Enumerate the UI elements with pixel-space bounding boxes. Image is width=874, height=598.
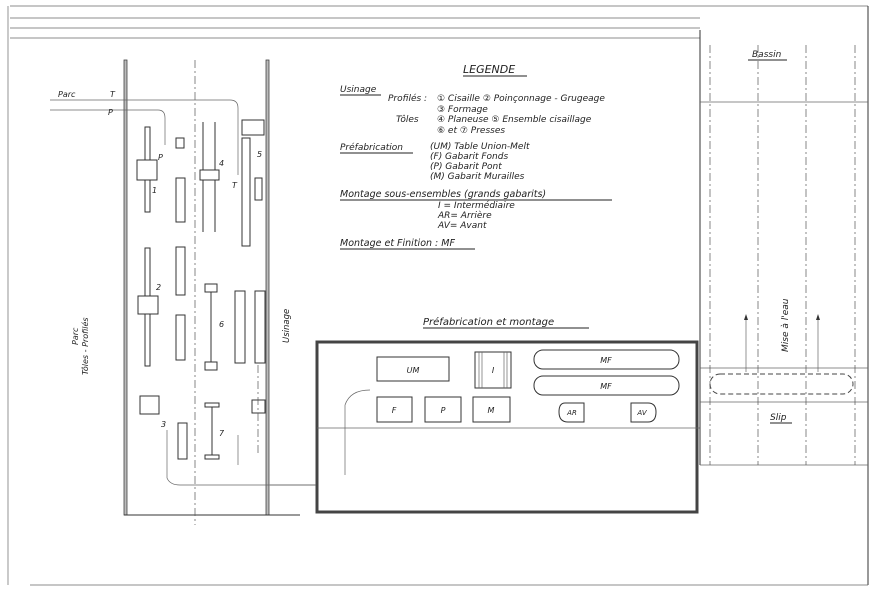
prefab-hall: Préfabrication et montage UM I F P M MF … [315, 316, 700, 514]
parc-sub-label: Tôles - Profilés [80, 317, 90, 375]
machine-2-label: 2 [156, 283, 161, 292]
legend-toles-line2: ⑥ et ⑦ Presses [437, 126, 505, 136]
machine-1-label: 1 [152, 186, 157, 195]
av-label: AV [636, 409, 647, 417]
parc-flow-label: Parc [58, 90, 76, 99]
machine-4-label: 4 [219, 159, 224, 168]
legend-prefab-item: (UM) Table Union-Melt [430, 142, 530, 152]
legend-prefab-item: (F) Gabarit Fonds [430, 152, 508, 162]
ar-label: AR [566, 409, 577, 417]
legend-montage: Montage sous-ensembles (grands gabarits) [340, 189, 546, 200]
legend-prefabrication: Préfabrication [340, 142, 403, 153]
legend-montage-item: AR= Arrière [437, 210, 492, 221]
mf-2-label: MF [600, 382, 612, 391]
launch-zone: Bassin Mise à l'eau Slip [270, 30, 868, 486]
arrow-P-label: P [158, 153, 163, 162]
m-label: M [488, 406, 495, 415]
legend-montage-item: I = Intermédiaire [438, 200, 515, 211]
legend-profiles-line1: ① Cisaille ② Poinçonnage - Grugeage [437, 94, 605, 104]
mf-1-label: MF [600, 356, 612, 365]
legend-usinage: Usinage [340, 85, 377, 95]
p-label: P [441, 406, 446, 415]
usinage-label: Usinage [282, 309, 292, 343]
legend-montage-item: AV= Avant [437, 221, 487, 231]
slip-label: Slip [770, 413, 787, 423]
i-label: I [492, 366, 495, 375]
drawing-frame [7, 5, 869, 586]
flow-T-label: T [110, 90, 116, 99]
legend-toles-label: Tôles [396, 114, 419, 125]
machine-7-label: 7 [219, 429, 225, 438]
bassin-label: Bassin [752, 50, 782, 60]
um-label: UM [407, 366, 420, 375]
parc-label: Parc [71, 327, 80, 345]
prefab-title: Préfabrication et montage [423, 316, 554, 328]
arrow-T-label: T [232, 181, 238, 190]
legend-prefab-item: (M) Gabarit Murailles [430, 172, 525, 182]
legend-toles-line1: ④ Planeuse ⑤ Ensemble cisaillage [437, 115, 592, 125]
machine-6-label: 6 [219, 320, 224, 329]
legend-finition: Montage et Finition : MF [340, 238, 455, 249]
mise-a-leau-label: Mise à l'eau [781, 298, 791, 352]
machine-3-label: 3 [161, 420, 166, 429]
machine-5-label: 5 [257, 150, 262, 159]
legend-profiles-label: Profilés : [388, 93, 427, 104]
legend: LEGENDE Usinage Profilés : ① Cisaille ② … [340, 63, 612, 250]
legend-profiles-line2: ③ Formage [437, 105, 488, 115]
legend-prefab-item: (P) Gabarit Pont [430, 162, 502, 172]
machine-numbers: 1 2 3 4 5 6 7 [152, 150, 262, 438]
usinage-hall: Parc T P P T [50, 59, 316, 525]
flow-P-label: P [108, 108, 113, 117]
legend-title: LEGENDE [463, 63, 515, 76]
f-label: F [392, 406, 397, 415]
